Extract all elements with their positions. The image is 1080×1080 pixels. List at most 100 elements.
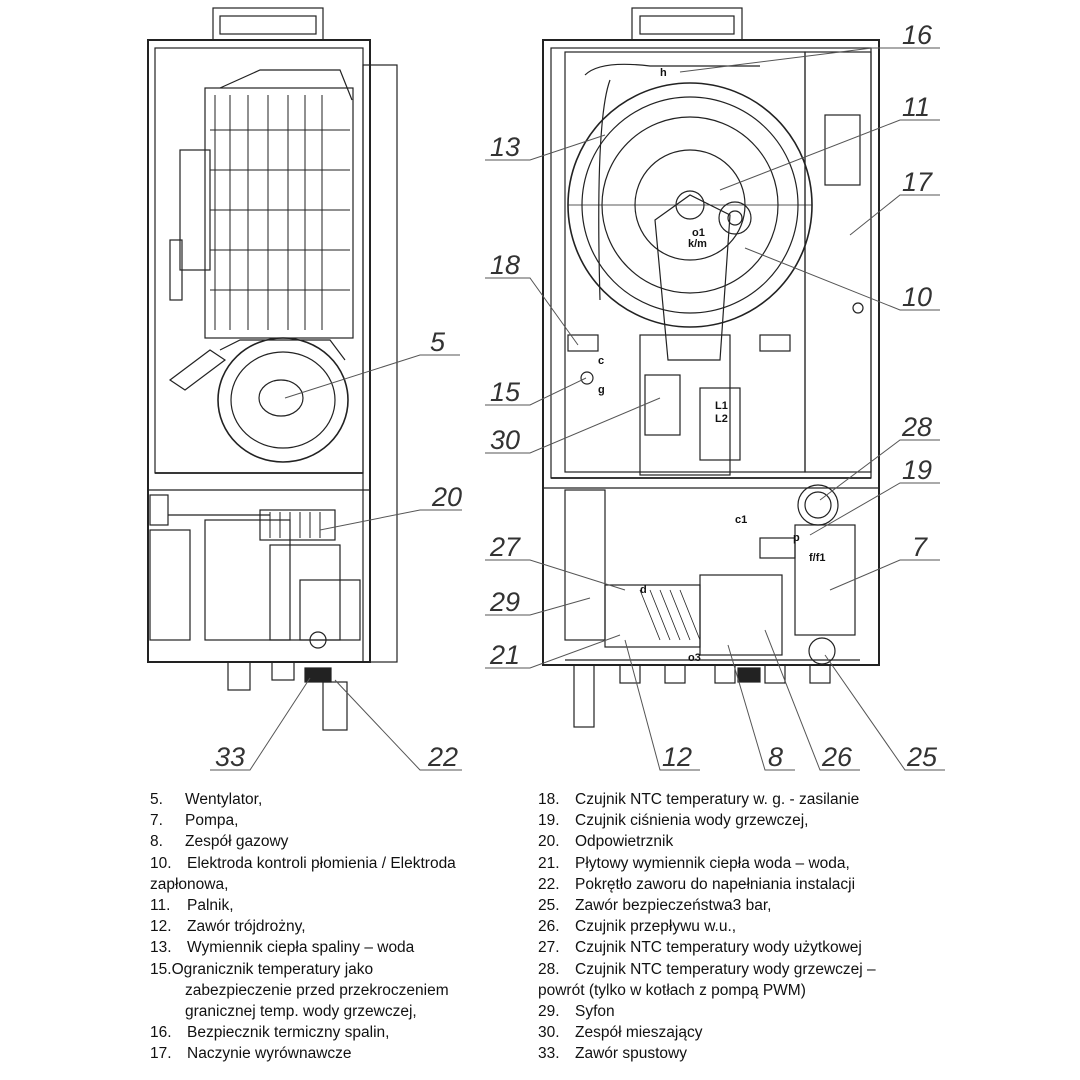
callout-13: 13 <box>490 132 520 162</box>
inner-label-c1: c1 <box>735 514 747 526</box>
callout-33: 33 <box>215 742 245 772</box>
callout-29: 29 <box>489 587 520 617</box>
legend-item: 27. Czujnik NTC temperatury wody użytkowe… <box>538 937 876 958</box>
legend-item: 28. Czujnik NTC temperatury wody grzewcze… <box>538 959 876 980</box>
legend-number: 33. <box>538 1045 560 1063</box>
legend-text: Czujnik przepływu w.u., <box>575 918 737 936</box>
legend-item: 16. Bezpiecznik termiczny spalin, <box>150 1022 456 1043</box>
legend-text: Zespół gazowy <box>185 833 289 851</box>
legend-number: 25. <box>538 897 560 915</box>
callout-17: 17 <box>902 167 933 197</box>
legend-number: 21. <box>538 854 560 872</box>
legend-text: Bezpiecznik termiczny spalin, <box>187 1024 390 1042</box>
legend-item: zabezpieczenie przed przekroczeniem <box>150 980 456 1001</box>
legend-number: 10. <box>150 854 172 872</box>
callout-19: 19 <box>902 455 932 485</box>
callout-21: 21 <box>489 640 520 670</box>
legend-text: Palnik, <box>187 897 234 915</box>
inner-label-km: k/m <box>688 238 707 250</box>
legend-item: 20. Odpowietrznik <box>538 831 876 852</box>
legend-left: 5. Wentylator, 7. Pompa, 8. Zespół gazowy 10. E… <box>150 789 456 1065</box>
legend-text: Zespół mieszający <box>575 1024 703 1042</box>
legend-item: 18. Czujnik NTC temperatury w. g. - zasil… <box>538 789 876 810</box>
legend-text: Zawór bezpieczeństwa3 bar, <box>575 897 772 915</box>
front-view <box>542 7 880 728</box>
legend-number: 13. <box>150 939 172 957</box>
legend-number: 28. <box>538 960 560 978</box>
legend-text: Czujnik ciśnienia wody grzewczej, <box>575 812 809 830</box>
legend-text: Czujnik NTC temperatury wody użytkowej <box>575 939 862 957</box>
legend-text: Syfon <box>575 1003 615 1021</box>
inner-label-ff1: f/f1 <box>809 552 826 564</box>
legend-item: 7. Pompa, <box>150 810 456 831</box>
legend-item: 15.Ogranicznik temperatury jako <box>150 959 456 980</box>
legend-number: 20. <box>538 833 560 851</box>
legend-item: 26. Czujnik przepływu w.u., <box>538 916 876 937</box>
legend-number: 22. <box>538 875 560 893</box>
legend-item: zapłonowa, <box>150 874 456 895</box>
legend-number: 30. <box>538 1024 560 1042</box>
callout-12: 12 <box>662 742 692 772</box>
legend-text: Płytowy wymiennik ciepła woda – woda, <box>575 854 850 872</box>
legend-text: Czujnik NTC temperatury w. g. - zasilani… <box>575 791 860 808</box>
callout-5: 5 <box>430 327 446 357</box>
legend-text: Zawór spustowy <box>575 1045 687 1063</box>
inner-label-o3: o3 <box>688 652 701 664</box>
legend-number: 15. <box>150 960 172 978</box>
legend-item: 29.Syfon <box>538 1001 876 1022</box>
legend-item: 13.Wymiennik ciepła spaliny – woda <box>150 937 456 958</box>
legend-number: 7. <box>150 812 163 830</box>
legend-text: Odpowietrznik <box>575 833 674 851</box>
legend-number: 27. <box>538 939 560 957</box>
inner-label-p: p <box>793 532 800 544</box>
legend-item: 30. Zespół mieszający <box>538 1022 876 1043</box>
inner-label-c: c <box>598 355 604 367</box>
callout-26: 26 <box>821 742 853 772</box>
legend-item: 21. Płytowy wymiennik ciepła woda – woda, <box>538 853 876 874</box>
legend-item: 25. Zawór bezpieczeństwa3 bar, <box>538 895 876 916</box>
legend-text: Czujnik NTC temperatury wody grzewczej – <box>575 960 876 978</box>
legend-text: granicznej temp. wody grzewczej, <box>185 1003 417 1021</box>
callout-16: 16 <box>902 20 933 50</box>
callout-30: 30 <box>490 425 520 455</box>
legend-number: 19. <box>538 812 560 830</box>
callout-18: 18 <box>490 250 520 280</box>
legend-item: 22.Pokrętło zaworu do napełniania instal… <box>538 874 876 895</box>
legend-item: 11.Palnik, <box>150 895 456 916</box>
legend-text: Zawór trójdrożny, <box>187 918 306 936</box>
boiler-technical-drawing: h o1 k/m c g L1 L2 c1 p f/f1 d o3 16 11 … <box>147 7 945 772</box>
inner-label-d: d <box>640 584 647 596</box>
callout-10: 10 <box>902 282 932 312</box>
legend-number: 16. <box>150 1024 172 1042</box>
legend-number: 12. <box>150 918 172 936</box>
legend-number: 18. <box>538 791 560 808</box>
legend-item: 33. Zawór spustowy <box>538 1043 876 1064</box>
callout-7: 7 <box>912 532 928 562</box>
legend-text: zapłonowa, <box>150 875 229 893</box>
legend-text: Naczynie wyrównawcze <box>187 1045 352 1063</box>
legend-item: granicznej temp. wody grzewczej, <box>150 1001 456 1022</box>
callout-28: 28 <box>901 412 932 442</box>
legend-text: Wentylator, <box>185 791 263 808</box>
legend-item: 5. Wentylator, <box>150 789 456 810</box>
legend-right: 18. Czujnik NTC temperatury w. g. - zasil… <box>538 789 876 1065</box>
legend-item: 8. Zespół gazowy <box>150 831 456 852</box>
legend-item: 19. Czujnik ciśnienia wody grzewczej, <box>538 810 876 831</box>
inner-label-L1: L1 <box>715 400 728 412</box>
inner-label-h: h <box>660 67 667 79</box>
legend-number: 26. <box>538 918 560 936</box>
legend-item: 10. Elektroda kontroli płomienia / Elektr… <box>150 853 456 874</box>
legend-item: 12. Zawór trójdrożny, <box>150 916 456 937</box>
legend-number: 5. <box>150 791 163 808</box>
inner-label-o1: o1 <box>692 227 705 239</box>
legend-number: 17. <box>150 1045 172 1063</box>
legend-number: 8. <box>150 833 163 851</box>
callout-27: 27 <box>489 532 521 562</box>
callout-20: 20 <box>431 482 462 512</box>
legend-text: Pompa, <box>185 812 239 830</box>
callout-11: 11 <box>902 92 930 122</box>
legend-text: zabezpieczenie przed przekroczeniem <box>185 981 449 999</box>
legend-text: Elektroda kontroli płomienia / Elektroda <box>187 854 456 872</box>
side-view <box>147 7 398 731</box>
legend-text: Ogranicznik temperatury jako <box>171 960 374 978</box>
